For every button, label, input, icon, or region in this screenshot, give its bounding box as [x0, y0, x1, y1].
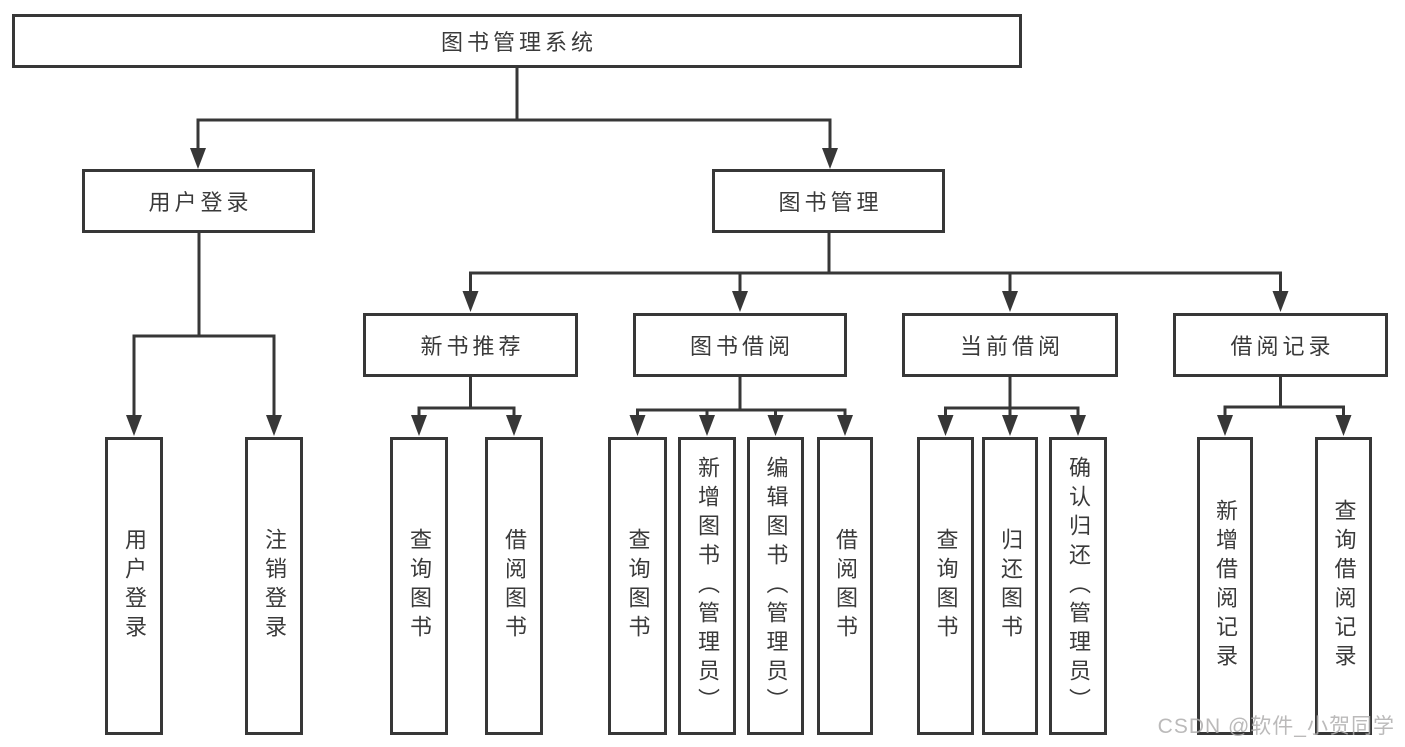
node-book-borrow-label: 图书借阅 [689, 334, 794, 359]
node-borrow-records: 借阅记录 [1173, 313, 1388, 377]
leaf-query-borrow-record: 查询借阅记录 [1315, 437, 1372, 735]
connector-new-book-rec [417, 377, 516, 417]
leaf-edit-book-admin: 编辑图书（管理员） [747, 437, 804, 735]
node-current-borrow-label: 当前借阅 [959, 334, 1064, 359]
leaf-query-book-current: 查询图书 [917, 437, 974, 735]
node-root: 图书管理系统 [12, 14, 1022, 68]
leaf-add-book-admin-label: 新增图书（管理员） [695, 455, 720, 717]
leaf-borrow-book-recommend-label: 借阅图书 [502, 528, 527, 644]
leaf-borrow-book-recommend: 借阅图书 [485, 437, 543, 735]
connector-root [196, 68, 832, 150]
node-book-borrow: 图书借阅 [633, 313, 847, 377]
leaf-confirm-return-admin: 确认归还（管理员） [1049, 437, 1107, 735]
leaf-borrow-book-label: 借阅图书 [833, 528, 858, 644]
connector-book-borrow [636, 377, 847, 417]
leaf-confirm-return-admin-label: 确认归还（管理员） [1066, 455, 1091, 717]
leaf-query-book-recommend: 查询图书 [390, 437, 448, 735]
leaf-user-login: 用户登录 [105, 437, 163, 735]
leaf-borrow-book: 借阅图书 [817, 437, 873, 735]
connector-book-mgmt [469, 233, 1282, 293]
leaf-add-borrow-record: 新增借阅记录 [1197, 437, 1253, 735]
leaf-user-login-label: 用户登录 [122, 528, 147, 644]
node-current-borrow: 当前借阅 [902, 313, 1118, 377]
node-root-label: 图书管理系统 [440, 30, 597, 55]
connector-borrow-record [1223, 377, 1345, 417]
leaf-query-borrow-record-label: 查询借阅记录 [1331, 499, 1357, 673]
node-user-login-label: 用户登录 [148, 190, 253, 215]
leaf-logout: 注销登录 [245, 437, 303, 735]
leaf-query-book-current-label: 查询图书 [933, 528, 959, 644]
leaf-return-book: 归还图书 [982, 437, 1038, 735]
watermark: CSDN @软件_小贺同学 [1157, 715, 1395, 738]
node-new-book-recommend-label: 新书推荐 [420, 334, 525, 359]
leaf-logout-label: 注销登录 [262, 528, 287, 644]
leaf-query-book-borrow-label: 查询图书 [625, 528, 651, 644]
leaf-add-book-admin: 新增图书（管理员） [678, 437, 736, 735]
leaf-edit-book-admin-label: 编辑图书（管理员） [763, 455, 789, 717]
connector-user-login [132, 233, 276, 417]
leaf-query-book-borrow: 查询图书 [608, 437, 667, 735]
leaf-add-borrow-record-label: 新增借阅记录 [1213, 499, 1238, 673]
leaf-query-book-recommend-label: 查询图书 [407, 528, 432, 644]
node-new-book-recommend: 新书推荐 [363, 313, 578, 377]
node-book-management-label: 图书管理 [778, 190, 883, 215]
node-book-management: 图书管理 [712, 169, 945, 233]
connector-current-borrow [944, 377, 1080, 417]
leaf-return-book-label: 归还图书 [998, 528, 1023, 644]
node-user-login: 用户登录 [82, 169, 315, 233]
arrowheads [126, 148, 1352, 436]
node-borrow-records-label: 借阅记录 [1230, 334, 1335, 359]
